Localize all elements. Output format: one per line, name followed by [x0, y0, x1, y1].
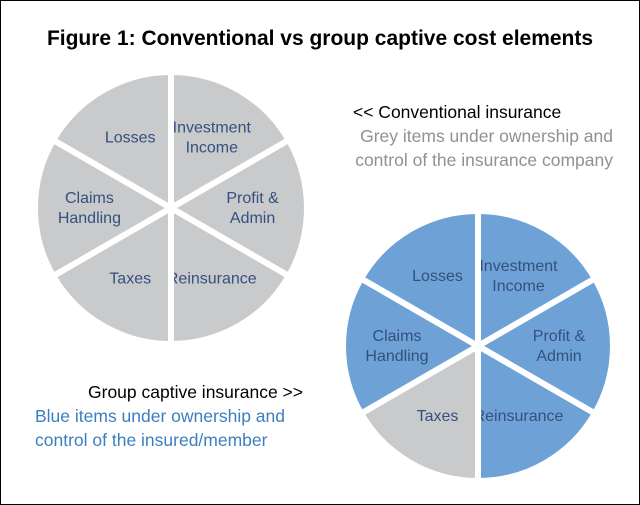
conventional-slice-claims-handling	[32, 137, 174, 279]
captive-slice-taxes	[358, 343, 481, 484]
conventional-slice-losses	[50, 69, 174, 211]
slice-label: Admin	[536, 348, 581, 365]
conventional-slice-taxes	[50, 205, 174, 347]
conventional-heading: << Conventional insurance	[353, 102, 562, 122]
slice-label: Handling	[365, 348, 428, 365]
slice-label: Claims	[65, 190, 114, 207]
slice-label: Losses	[412, 268, 463, 285]
slice-label: Reinsurance	[474, 408, 564, 425]
figure-title: Figure 1: Conventional vs group captive …	[46, 27, 594, 50]
captive-slice-profit-admin	[475, 275, 616, 417]
captive-heading: Group captive insurance >>	[88, 382, 303, 402]
captive-desc-1: Blue items under ownership and	[35, 406, 286, 426]
slice-label: Reinsurance	[167, 271, 257, 288]
conventional-slice-investment-income	[168, 69, 292, 211]
captive-slice-investment-income	[475, 208, 598, 349]
slice-label: Profit &	[226, 190, 279, 207]
slice-label: Profit &	[533, 328, 586, 345]
slice-label: Taxes	[109, 271, 151, 288]
slice-label: Investment	[479, 258, 558, 275]
slice-label: Handling	[58, 210, 121, 227]
conventional-slice-profit-admin	[168, 137, 310, 279]
captive-slice-losses	[358, 208, 481, 349]
captive-slice-claims-handling	[340, 275, 481, 417]
slice-label: Losses	[105, 129, 156, 146]
slice-label: Income	[492, 278, 545, 295]
slice-label: Investment	[173, 119, 252, 136]
conventional-desc-1: Grey items under ownership and	[360, 126, 613, 146]
conventional-desc-2: control of the insurance company	[355, 150, 613, 170]
slice-label: Income	[186, 139, 239, 156]
captive-desc-2: control of the insured/member	[35, 430, 268, 450]
conventional-slice-reinsurance	[168, 205, 292, 347]
slice-label: Claims	[373, 328, 422, 345]
captive-slice-reinsurance	[475, 343, 598, 484]
slice-label: Taxes	[417, 408, 459, 425]
slice-label: Admin	[230, 210, 275, 227]
